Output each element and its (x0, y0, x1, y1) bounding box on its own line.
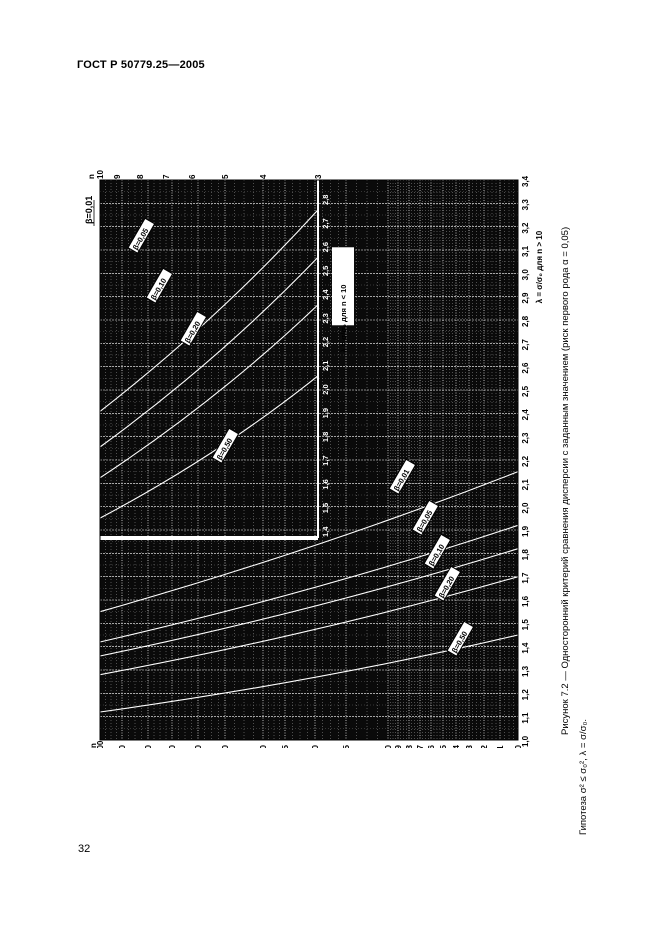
n-tick-large-5: 50 (221, 745, 230, 748)
n-tick-small-6: 4 (259, 174, 268, 179)
n-axis-label-small: n (87, 174, 96, 179)
lambda-small-tick-14: 2,8 (321, 195, 330, 205)
n-tick-small-4: 6 (188, 174, 197, 179)
lambda-tick-12: 2,2 (521, 455, 530, 467)
lambda-small-tick-8: 2,2 (321, 337, 330, 347)
n-axis-label-large: n (89, 743, 98, 748)
lambda-tick-9: 1,9 (521, 525, 530, 537)
n-tick-large-3: 70 (168, 745, 177, 748)
n-tick-large-9: 25 (342, 745, 351, 748)
n-tick-small-2: 8 (136, 174, 145, 179)
label-small-1-box (145, 267, 174, 304)
n-tick-small-5: 5 (221, 174, 230, 179)
n-tick-small-0: 10 (96, 170, 105, 179)
n-tick-large-12: 18 (405, 745, 414, 748)
label-small-2-box (179, 310, 208, 347)
document-header: ГОСТ Р 50779.25—2005 (77, 59, 205, 71)
label-large-4-box (446, 620, 475, 657)
n-tick-large-18: 12 (480, 745, 489, 748)
lambda-tick-18: 2,8 (521, 315, 530, 327)
small-n-series-0 (99, 209, 319, 412)
plot-frame (99, 179, 519, 741)
lambda-tick-3: 1,3 (521, 665, 530, 677)
label-large-3-box (433, 565, 462, 602)
small-n-series-3 (99, 375, 319, 519)
n-tick-large-17: 13 (465, 745, 474, 748)
lambda-small-label-box (332, 247, 354, 326)
label-small-0-box (127, 217, 156, 254)
lambda-tick-23: 3,3 (521, 199, 530, 211)
lambda-small-tick-10: 2,4 (321, 289, 330, 300)
lambda-small-tick-2: 1,6 (321, 479, 330, 489)
lambda-tick-4: 1,4 (521, 642, 530, 654)
large-n-series-4 (99, 634, 519, 713)
large-n-series-1 (99, 524, 519, 643)
lambda-tick-8: 1,8 (521, 549, 530, 561)
page-number: 32 (78, 843, 91, 855)
lambda-small-axis-label: λ = σ/σ₀ для n < 10 (339, 285, 348, 353)
lambda-small-tick-12: 2,6 (321, 242, 330, 252)
figure-caption: Рисунок 7.2 — Односторонний критерий сра… (560, 226, 571, 735)
lambda-small-tick-9: 2,3 (321, 313, 330, 323)
small-n-series-1 (99, 256, 319, 448)
lambda-small-tick-13: 2,7 (321, 218, 330, 228)
lambda-tick-19: 2,9 (521, 292, 530, 304)
n-tick-large-14: 16 (427, 745, 436, 748)
lambda-tick-2: 1,2 (521, 689, 530, 701)
lambda-tick-16: 2,6 (521, 362, 530, 374)
lambda-tick-17: 2,7 (521, 339, 530, 351)
n-tick-large-15: 15 (439, 745, 448, 748)
large-n-series-2 (99, 548, 519, 657)
n-tick-large-11: 19 (394, 745, 403, 748)
lambda-tick-13: 2,3 (521, 432, 530, 444)
lambda-small-tick-1: 1,5 (321, 503, 330, 513)
lambda-small-tick-7: 2,1 (321, 361, 330, 371)
n-tick-large-6: 40 (259, 745, 268, 748)
lambda-small-tick-3: 1,7 (321, 455, 330, 465)
n-tick-large-4: 60 (194, 745, 203, 748)
lambda-small-tick-5: 1,9 (321, 408, 330, 418)
n-tick-large-10: 20 (384, 745, 393, 748)
lambda-tick-1: 1,1 (521, 712, 530, 724)
figure-caption-hypothesis: Гипотеза σ² ≤ σ₀², λ = σ/σ₀. (578, 718, 589, 835)
n-tick-large-1: 90 (118, 745, 127, 748)
nomogram-chart: β=0,05β=0,10β=0,20β=0,50β=0,01β=0,05β=0,… (84, 170, 544, 748)
n-tick-large-19: 11 (496, 745, 505, 748)
n-tick-large-2: 80 (144, 745, 153, 748)
lambda-small-tick-11: 2,5 (321, 266, 330, 276)
n-tick-large-7: 35 (281, 745, 290, 748)
lambda-tick-20: 3,0 (521, 269, 530, 281)
n-tick-large-16: 14 (452, 745, 461, 748)
label-small-3-box (211, 427, 240, 464)
lambda-small-tick-4: 1,8 (321, 432, 330, 442)
label-large-0-box (388, 458, 417, 495)
lambda-tick-14: 2,4 (521, 409, 530, 421)
lambda-tick-24: 3,4 (521, 175, 530, 187)
n-tick-small-7: 3 (314, 174, 323, 179)
lambda-tick-7: 1,7 (521, 572, 530, 584)
n-tick-small-3: 7 (162, 174, 171, 179)
n-tick-large-20: 10 (514, 745, 523, 748)
large-n-series-3 (99, 576, 519, 676)
lambda-tick-15: 2,5 (521, 385, 530, 397)
lambda-tick-22: 3,2 (521, 222, 530, 234)
n-tick-small-1: 9 (113, 174, 122, 179)
lambda-axis-label: λ = σ/σ₀ для n > 10 (535, 230, 544, 303)
lambda-small-tick-0: 1,4 (321, 526, 330, 537)
lambda-small-tick-6: 2,0 (321, 384, 330, 394)
lambda-tick-6: 1,6 (521, 595, 530, 607)
lambda-tick-5: 1,5 (521, 619, 530, 631)
lambda-tick-11: 2,1 (521, 479, 530, 491)
small-n-series-2 (99, 304, 319, 479)
n-tick-large-8: 30 (311, 745, 320, 748)
label-large-2-box (423, 533, 452, 570)
lambda-tick-10: 2,0 (521, 502, 530, 514)
large-n-series-0 (99, 471, 519, 613)
label-large-1-box (411, 499, 440, 536)
lambda-tick-0: 1,0 (521, 735, 530, 747)
n-tick-large-13: 17 (416, 745, 425, 748)
beta-top-label: β=0,01 (84, 196, 94, 224)
lambda-tick-21: 3,1 (521, 245, 530, 257)
n-tick-large-0: 100 (96, 740, 105, 748)
